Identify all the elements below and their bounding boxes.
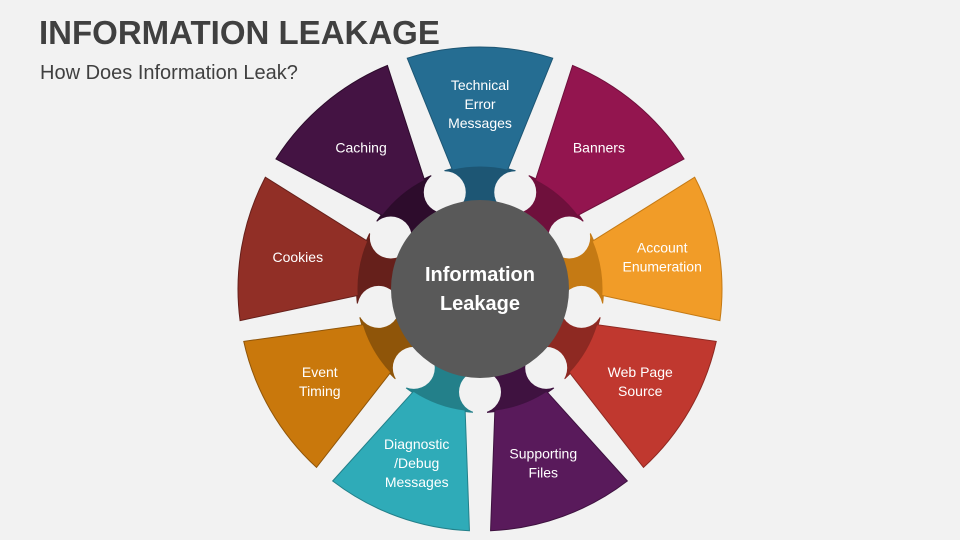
segment-label: Caching — [335, 139, 386, 155]
gap-strip — [313, 374, 410, 486]
gap-strip — [594, 302, 728, 340]
segment-panel — [275, 64, 426, 217]
segment-label: Banners — [573, 139, 625, 155]
notches-layer — [232, 51, 728, 539]
gap-strip — [513, 51, 573, 181]
gap-strip — [232, 302, 366, 340]
segment-panel — [331, 390, 470, 532]
gap-notch — [357, 285, 400, 328]
gap-notch — [560, 285, 603, 328]
segment-panel — [591, 176, 723, 322]
segment-panel — [568, 324, 717, 469]
gap-strip — [259, 157, 382, 237]
gap-notch — [423, 171, 466, 214]
gap-strip — [387, 51, 447, 181]
slide-title: INFORMATION LEAKAGE — [39, 14, 440, 51]
segment-panel — [534, 64, 685, 217]
slide-subtitle: How Does Information Leak? — [40, 62, 298, 84]
gap-strip — [550, 374, 647, 486]
segment-label: Cookies — [273, 249, 324, 265]
segment-panel — [406, 46, 554, 171]
gap-strip — [578, 157, 701, 237]
center-circle — [391, 200, 569, 378]
segment-panel — [243, 324, 392, 469]
segment-panel — [237, 176, 369, 322]
gap-notch — [459, 371, 501, 413]
gap-notch — [494, 171, 537, 214]
segment-panel — [490, 390, 629, 532]
